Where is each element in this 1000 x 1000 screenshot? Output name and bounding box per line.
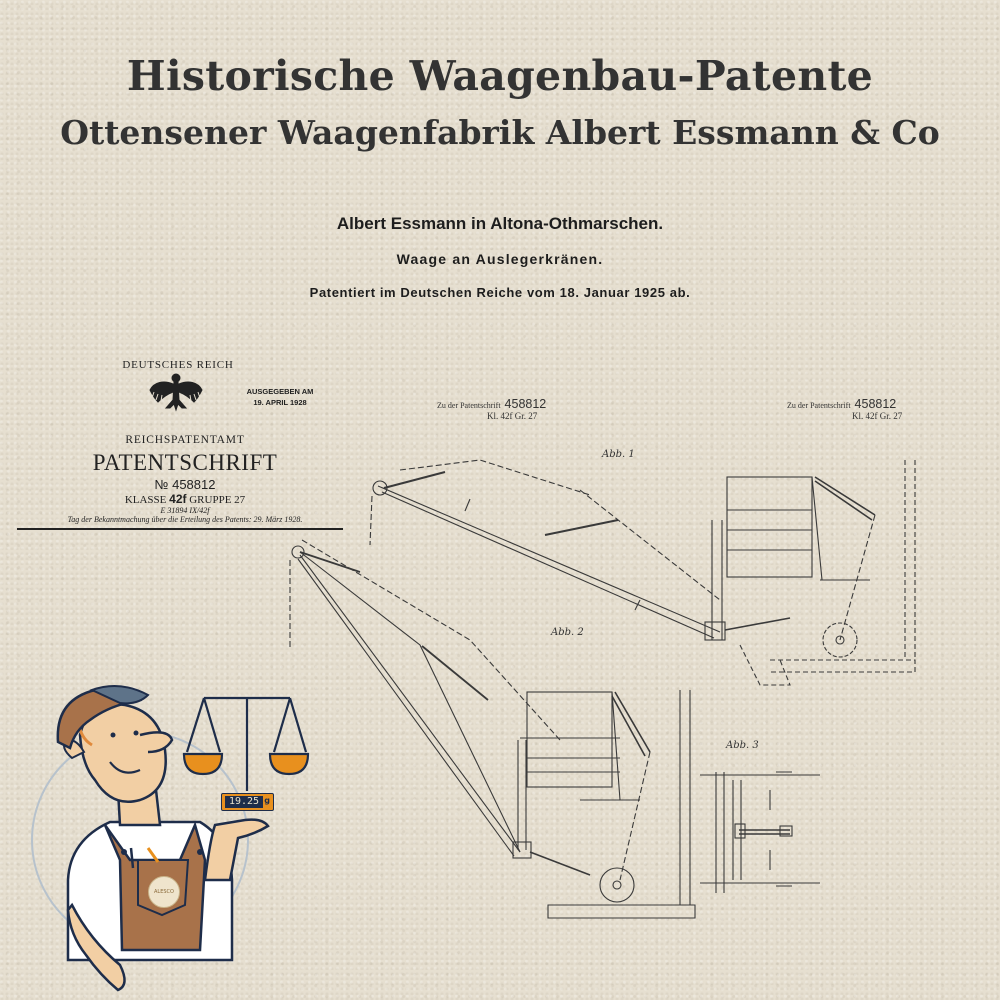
header-divider [17,528,343,530]
sheet-number: 458812 [854,397,897,411]
figure-label-2: Abb. 2 [551,627,584,638]
mascot-badge: ALESCO [148,876,180,908]
klasse-label: KLASSE [124,494,167,506]
state-name: DEUTSCHES REICH [122,359,234,371]
issued-label: AUSGEGEBEN AM [246,387,314,396]
sheet-class: Kl. 42f Gr. 27 [852,411,903,421]
figure-1-drawing [369,459,916,686]
page-subtitle: Ottensener Waagenfabrik Albert Essmann &… [60,113,940,152]
patent-invention-title: Waage an Auslegerkränen. [396,251,604,267]
scale-display-unit: g [264,796,270,805]
sheet-class: Kl. 42f Gr. 27 [487,411,538,421]
sheet-label: Zu der Patentschrift [437,401,501,410]
announcement-date: Tag der Bekanntmachung über die Erteilun… [67,515,303,524]
patent-office: REICHSPATENTAMT [125,434,245,446]
figure-3-drawing [700,771,820,893]
figure-2-drawing [289,539,696,919]
scale-display-value: 19.25 [225,796,263,808]
gruppe: GRUPPE 27 [189,494,246,506]
klasse-value: 42f [169,492,187,506]
figure-label-3: Abb. 3 [726,740,759,751]
file-code: E 31894 IX/42f [160,506,210,515]
patent-classification: KLASSE 42f GRUPPE 27 [40,492,330,506]
patent-number: № 458812 [154,477,216,492]
page-title: Historische Waagenbau-Patente [126,52,874,100]
scale-display: 19.25 g [221,793,274,811]
sheet-label: Zu der Patentschrift [787,401,851,410]
issued-block: AUSGEGEBEN AM 19. APRIL 1928 [240,386,320,408]
patent-date-line: Patentiert im Deutschen Reiche vom 18. J… [309,285,691,300]
balance-scale-icon [182,696,310,791]
document-type: PATENTSCHRIFT [92,450,278,475]
issued-date: 19. APRIL 1928 [253,398,307,407]
sheet-number: 458812 [504,397,547,411]
patent-applicant: Albert Essmann in Altona-Othmarschen. [336,214,664,233]
figure-label-1: Abb. 1 [602,449,635,460]
